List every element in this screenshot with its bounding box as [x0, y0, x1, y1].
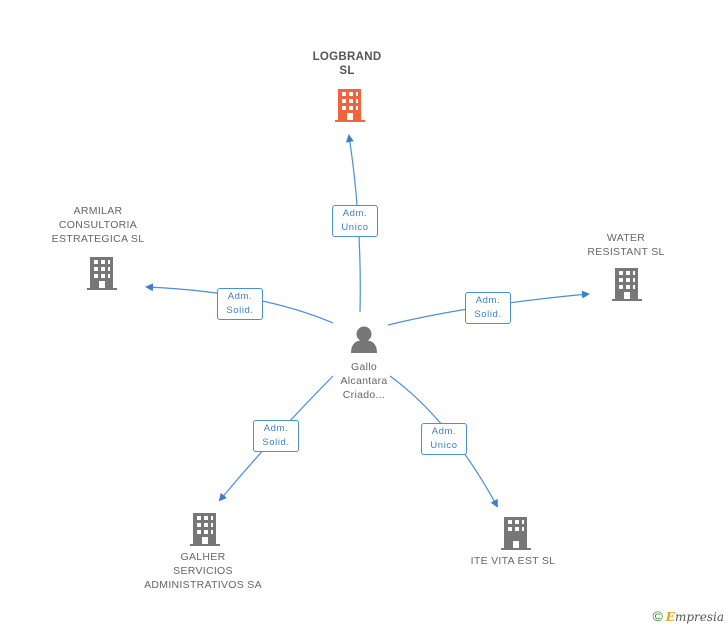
- role-line: Adm.: [431, 426, 457, 437]
- company-name-line: ARMILAR: [73, 205, 123, 217]
- company-name-line: ITE VITA EST SL: [470, 555, 556, 567]
- role-line: Adm.: [342, 208, 368, 219]
- role-line: Solid.: [474, 309, 502, 320]
- role-line: Adm.: [475, 295, 501, 306]
- company-name-line: RESISTANT SL: [587, 246, 665, 258]
- company-name-line: WATER: [606, 232, 646, 244]
- company-name-line: ESTRATEGICA SL: [51, 233, 145, 245]
- company-name-line: CONSULTORIA: [58, 219, 138, 231]
- person-name-line: Alcantara: [340, 375, 388, 387]
- building-icon[interactable]: [501, 517, 531, 550]
- copyright-icon: ©: [652, 608, 663, 624]
- role-line: Adm.: [263, 423, 289, 434]
- role-box-itevita: Adm. Unico: [421, 423, 467, 455]
- building-icon[interactable]: [335, 87, 365, 122]
- role-line: Adm.: [227, 291, 253, 302]
- company-name-line: LOGBRAND: [312, 51, 382, 63]
- company-name-line: ADMINISTRATIVOS SA: [144, 579, 262, 591]
- building-icon[interactable]: [612, 268, 642, 301]
- role-box-armilar: Adm. Solid.: [217, 288, 263, 320]
- building-icon[interactable]: [87, 257, 117, 290]
- company-label-itevita[interactable]: ITE VITA EST SL: [453, 554, 573, 568]
- role-box-galher: Adm. Solid.: [253, 420, 299, 452]
- company-label-water[interactable]: WATER RESISTANT SL: [566, 231, 686, 259]
- company-label-galher[interactable]: GALHER SERVICIOS ADMINISTRATIVOS SA: [133, 550, 273, 592]
- role-box-water: Adm. Solid.: [465, 292, 511, 324]
- role-line: Solid.: [262, 437, 290, 448]
- company-label-armilar[interactable]: ARMILAR CONSULTORIA ESTRATEGICA SL: [38, 204, 158, 246]
- company-name-line: SERVICIOS: [173, 565, 233, 577]
- company-name-line: GALHER: [180, 551, 226, 563]
- company-label-logbrand[interactable]: LOGBRAND SL: [297, 50, 397, 78]
- company-name-line: SL: [339, 65, 355, 77]
- empresia-footer[interactable]: ©Empresia: [652, 608, 724, 624]
- role-line: Solid.: [226, 305, 254, 316]
- person-label[interactable]: Gallo Alcantara Criado...: [314, 360, 414, 402]
- building-icon[interactable]: [190, 513, 220, 546]
- role-line: Unico: [341, 222, 369, 233]
- person-name-line: Criado...: [342, 389, 386, 401]
- empresia-logo: Empresia: [665, 610, 724, 624]
- person-name-line: Gallo: [350, 361, 377, 373]
- role-box-logbrand: Adm. Unico: [332, 205, 378, 237]
- role-line: Unico: [430, 440, 458, 451]
- person-icon: [351, 326, 377, 353]
